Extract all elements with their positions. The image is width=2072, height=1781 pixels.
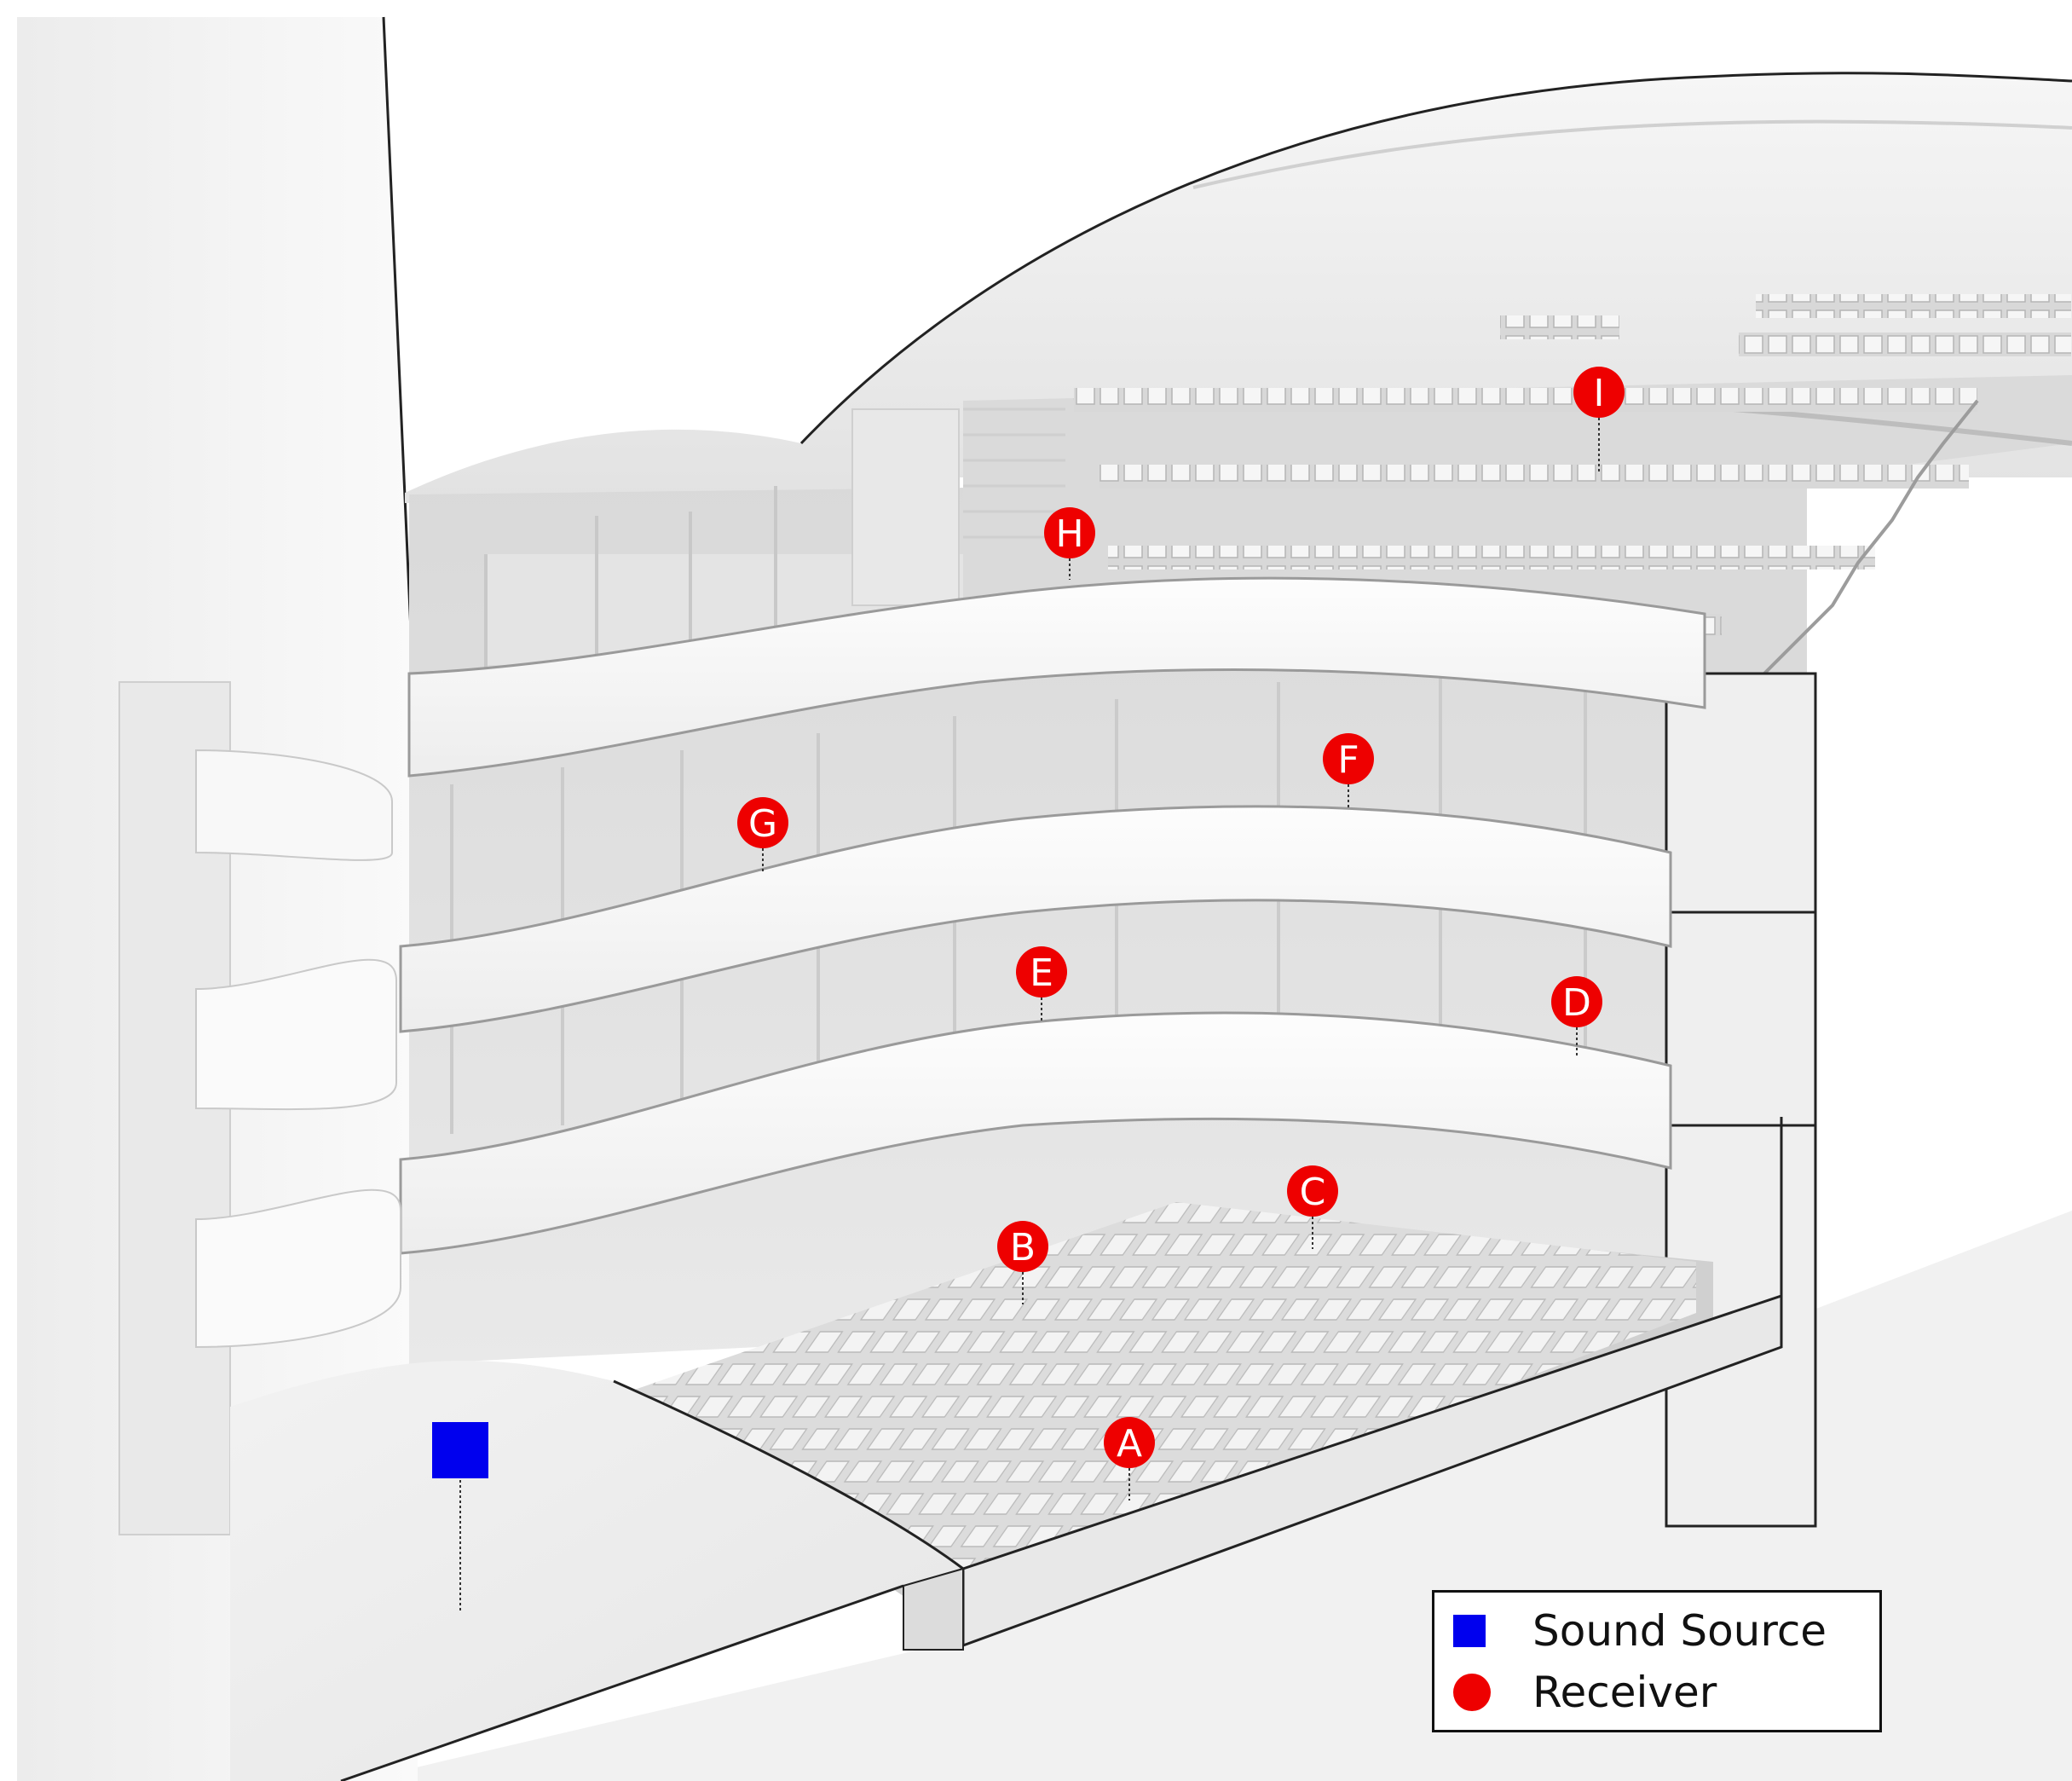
first-balcony-front	[399, 1011, 1672, 1255]
stage-floor	[230, 1361, 963, 1781]
receiver-label: A	[1117, 1422, 1142, 1466]
legend: Sound Source Receiver	[1432, 1590, 1882, 1732]
upper-balcony-front	[407, 576, 1706, 778]
square-icon	[1453, 1615, 1486, 1647]
circle-icon	[1453, 1674, 1491, 1711]
legend-label: Sound Source	[1532, 1606, 1827, 1656]
sound-source-marker	[432, 1422, 488, 1478]
receiver-a: A	[1104, 1417, 1155, 1501]
stage-lift	[903, 1567, 964, 1651]
roof-inner	[1192, 119, 2072, 189]
receiver-marker	[1044, 507, 1095, 558]
receiver-g: G	[737, 797, 788, 874]
receiver-label: G	[748, 802, 777, 846]
stage-front-edge	[340, 1584, 904, 1781]
stalls-seats	[622, 1202, 1696, 1586]
receiver-marker	[1573, 367, 1625, 418]
receiver-label: D	[1562, 981, 1591, 1025]
roof-edge	[799, 72, 2072, 445]
receiver-label: C	[1300, 1171, 1326, 1214]
receiver-e: E	[1016, 946, 1067, 1023]
receiver-marker	[1016, 946, 1067, 997]
receiver-marker	[1323, 733, 1374, 784]
receiver-c: C	[1287, 1165, 1338, 1249]
sound-source	[432, 1422, 488, 1611]
receiver-f: F	[1323, 733, 1374, 810]
receiver-label: H	[1055, 512, 1083, 556]
side-stair-tower	[118, 681, 401, 1535]
second-balcony-front	[399, 805, 1672, 1033]
receiver-marker	[737, 797, 788, 848]
legend-label: Receiver	[1532, 1668, 1717, 1717]
receiver-marker	[1551, 976, 1602, 1027]
right-section-cut	[1665, 672, 1817, 1528]
receiver-d: D	[1551, 976, 1602, 1057]
receiver-label: E	[1030, 951, 1053, 995]
receiver-label: F	[1337, 738, 1359, 782]
receiver-marker	[1104, 1417, 1155, 1468]
receivers: A B C D E F G	[737, 367, 1625, 1501]
receiver-b: B	[997, 1221, 1048, 1304]
receiver-marker	[997, 1221, 1048, 1272]
receiver-i: I	[1573, 367, 1625, 473]
receiver-marker	[1287, 1165, 1338, 1217]
receiver-h: H	[1044, 507, 1095, 580]
receiver-label: B	[1010, 1226, 1036, 1269]
receiver-label: I	[1594, 372, 1605, 415]
stage-edge	[613, 1379, 964, 1570]
